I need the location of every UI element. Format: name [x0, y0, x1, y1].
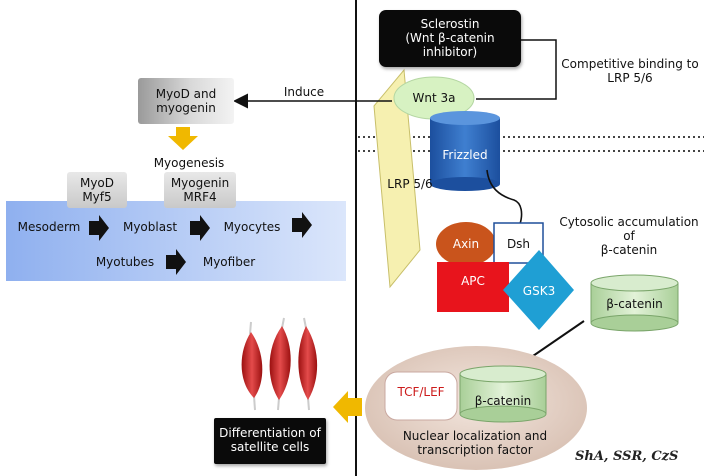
myod-myf5-line1: MyoD: [79, 176, 115, 190]
axin-shape: [436, 222, 496, 266]
stage-myocytes: Myocytes: [223, 220, 281, 234]
sclerostin-line1: Sclerostin: [420, 17, 480, 31]
wnt-label: Wnt 3a: [412, 91, 456, 105]
myogenin-mrf4-line2: MRF4: [183, 190, 217, 204]
stage-myotubes: Myotubes: [95, 255, 155, 269]
cytosolic-line3: β-catenin: [600, 243, 658, 257]
differentiation-line2: satellite cells: [230, 440, 310, 454]
tcf-lef-shape: [384, 371, 458, 421]
differentiation-line1: Differentiation of: [219, 426, 321, 440]
myogenesis-label: Myogenesis: [153, 156, 225, 170]
gsk3-label: GSK3: [522, 284, 556, 298]
competitive-line1: Competitive binding to: [561, 57, 699, 71]
myod-myf5-box: MyoD Myf5: [67, 172, 127, 208]
frizzled-label: Frizzled: [442, 148, 488, 162]
dsh-label: Dsh: [506, 237, 531, 251]
nuclear-localization-label: Nuclear localization and transcription f…: [392, 429, 558, 457]
nuclear-catenin-label: β-catenin: [474, 394, 532, 408]
arrow-mesoderm-myoblast: [89, 215, 109, 241]
yellow-down-arrow: [168, 127, 198, 150]
nuclear-line2: transcription factor: [417, 443, 533, 457]
apc-label: APC: [461, 274, 485, 288]
frizzled-cylinder: [430, 111, 500, 191]
cytosolic-catenin-cylinder: [590, 274, 679, 332]
muscle-fibers-icon: [241, 317, 318, 411]
myod-myf5-line2: Myf5: [82, 190, 112, 204]
nuclear-catenin-cylinder: [459, 365, 547, 423]
lrp-receptor-shape: [373, 68, 421, 289]
apc-shape: [437, 262, 509, 312]
sclerostin-line2: (Wnt β-catenin: [405, 31, 495, 45]
gsk3-shape: [503, 250, 574, 330]
frizzled-dsh-link: [486, 169, 523, 225]
cytosolic-accumulation-label: Cytosolic accumulation of β-catenin: [554, 215, 704, 257]
arrow-myocytes-next: [292, 212, 312, 238]
myod-myogenin-line2: myogenin: [156, 101, 216, 115]
sclerostin-line3: inhibitor): [422, 45, 478, 59]
cytosolic-line2: of: [623, 229, 635, 243]
arrow-myoblast-myocytes: [190, 215, 210, 241]
cytosolic-line1: Cytosolic accumulation: [559, 215, 699, 229]
myogenin-mrf4-box: Myogenin MRF4: [164, 172, 236, 208]
tcf-lef-label: TCF/LEF: [397, 385, 445, 399]
competitive-line2: LRP 5/6: [607, 71, 653, 85]
competitive-connector: [476, 39, 557, 100]
myogenin-mrf4-line1: Myogenin: [170, 176, 230, 190]
yellow-left-arrow: [333, 391, 362, 423]
differentiation-box: Differentiation of satellite cells: [214, 418, 326, 464]
lrp-label: LRP 5/6: [387, 177, 433, 191]
induce-label: Induce: [283, 85, 325, 99]
myod-myogenin-line1: MyoD and: [155, 87, 217, 101]
nuclear-line1: Nuclear localization and: [402, 429, 548, 443]
competitive-binding-label: Competitive binding to LRP 5/6: [560, 57, 700, 85]
myod-myogenin-box: MyoD and myogenin: [138, 78, 234, 124]
stage-myoblast: Myoblast: [122, 220, 178, 234]
cytosolic-catenin-label: β-catenin: [606, 297, 663, 311]
sclerostin-box: Sclerostin (Wnt β-catenin inhibitor): [379, 10, 521, 67]
stage-mesoderm: Mesoderm: [17, 220, 81, 234]
author-signature: ShA, SSR, CzS: [575, 449, 679, 464]
arrow-myotubes-myofiber: [166, 249, 186, 275]
stage-myofiber: Myofiber: [202, 255, 256, 269]
axin-label: Axin: [452, 237, 480, 251]
